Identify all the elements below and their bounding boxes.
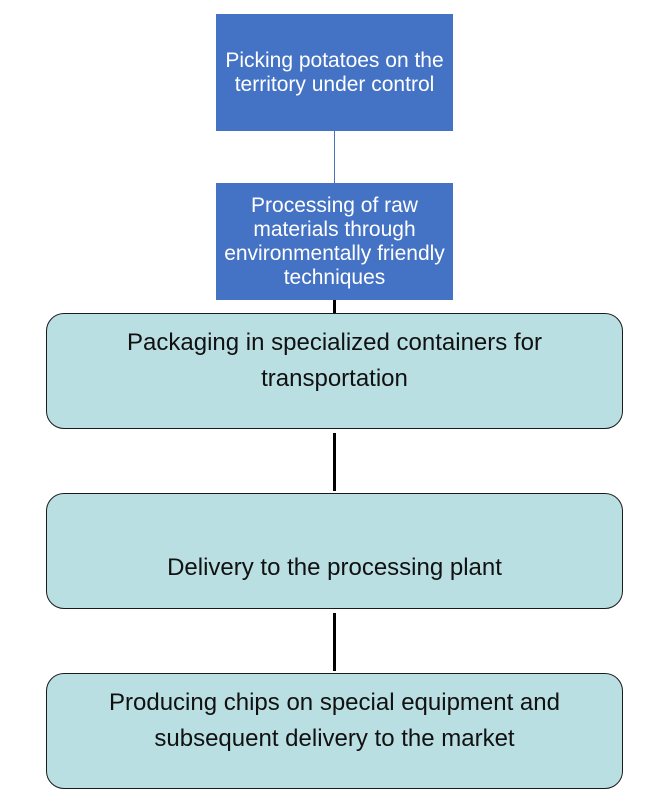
step-delivery-label: Delivery to the processing plant	[167, 554, 502, 581]
step-producing-chips-label: Producing chips on special equipment and…	[109, 689, 560, 752]
step-picking-potatoes-label: Picking potatoes on the territory under …	[225, 48, 444, 96]
connector-step4-step5	[333, 613, 336, 671]
step-producing-chips: Producing chips on special equipment and…	[46, 673, 623, 789]
connector-step3-step4	[333, 433, 336, 491]
step-processing-raw-materials: Processing of raw materials through envi…	[216, 183, 453, 300]
step-packaging-label: Packaging in specialized containers for …	[127, 329, 542, 392]
step-picking-potatoes: Picking potatoes on the territory under …	[216, 14, 453, 131]
step-processing-raw-materials-label: Processing of raw materials through envi…	[224, 193, 445, 289]
connector-step1-step2	[334, 131, 335, 183]
step-delivery: Delivery to the processing plant	[46, 493, 623, 609]
step-packaging: Packaging in specialized containers for …	[46, 313, 623, 429]
connector-step2-step3	[333, 300, 336, 314]
